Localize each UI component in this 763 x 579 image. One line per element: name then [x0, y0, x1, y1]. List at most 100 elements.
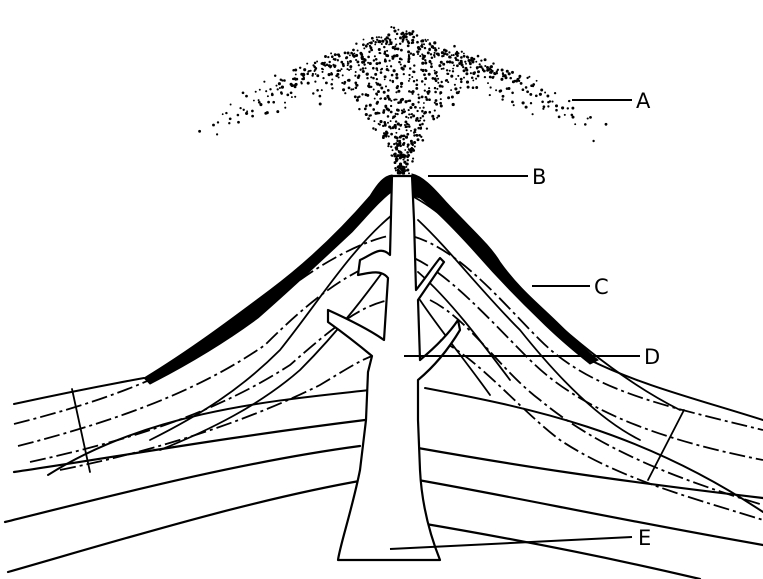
ash-particle — [347, 62, 349, 64]
ash-particle — [414, 128, 417, 131]
ash-particle — [403, 161, 406, 164]
ash-particle — [430, 63, 432, 65]
ash-particle — [374, 98, 376, 100]
ash-particle — [393, 27, 395, 29]
ash-particle — [567, 107, 569, 109]
ash-particle — [493, 72, 496, 75]
ash-particle — [470, 57, 473, 60]
ash-particle — [294, 96, 296, 98]
ash-particle — [366, 77, 368, 79]
ash-particle — [384, 97, 387, 100]
ash-particle — [605, 123, 608, 126]
ash-particle — [423, 120, 425, 122]
ash-particle — [448, 60, 451, 63]
ash-particle — [424, 62, 427, 65]
ash-particle — [530, 102, 532, 104]
ash-particle — [324, 55, 327, 58]
ash-particle — [362, 67, 365, 70]
ash-particle — [328, 73, 331, 76]
ash-particle — [239, 107, 241, 109]
label-d: D — [644, 345, 660, 369]
ash-particle — [314, 62, 317, 65]
ash-particle — [555, 109, 558, 112]
ash-particle — [490, 65, 493, 68]
ash-particle — [394, 125, 397, 128]
ash-particle — [427, 51, 430, 54]
ash-particle — [408, 124, 410, 126]
ash-particle — [367, 62, 369, 64]
ash-particle — [396, 113, 398, 115]
ash-particle — [459, 87, 461, 89]
ash-particle — [439, 84, 442, 87]
ash-particle — [408, 59, 410, 61]
ash-particle — [367, 56, 370, 59]
ash-particle — [574, 123, 576, 125]
ash-particle — [431, 115, 434, 118]
ash-particle — [330, 72, 332, 74]
ash-particle — [423, 107, 425, 109]
ash-particle — [399, 165, 401, 167]
ash-particle — [334, 66, 336, 68]
ash-particle — [319, 103, 322, 106]
ash-particle — [279, 87, 281, 89]
ash-particle — [251, 110, 254, 113]
ash-particle — [373, 59, 375, 61]
ash-particle — [400, 124, 402, 126]
ash-particle — [400, 49, 403, 52]
ash-particle — [311, 74, 313, 76]
ash-particle — [395, 159, 398, 162]
ash-particle — [291, 96, 293, 98]
ash-particle — [472, 79, 474, 81]
label-b: B — [532, 165, 546, 189]
ash-particle — [434, 77, 437, 80]
ash-particle — [372, 108, 375, 111]
ash-particle — [379, 83, 382, 86]
ash-particle — [402, 166, 405, 169]
ash-particle — [422, 57, 425, 60]
ash-particle — [388, 60, 390, 62]
ash-particle — [350, 68, 352, 70]
ash-particle — [315, 73, 317, 75]
ash-particle — [372, 67, 375, 70]
ash-particle — [445, 50, 448, 53]
ash-particle — [475, 78, 477, 80]
ash-particle — [338, 55, 340, 57]
ash-particle — [321, 62, 324, 65]
ash-particle — [564, 114, 566, 116]
ash-particle — [441, 68, 443, 70]
label-c: C — [594, 275, 609, 299]
ash-particle — [463, 55, 466, 58]
ash-particle — [366, 73, 369, 76]
ash-particle — [400, 135, 402, 137]
ash-particle — [428, 111, 431, 114]
ash-particle — [402, 138, 405, 141]
ash-particle — [440, 61, 443, 64]
ash-particle — [437, 82, 439, 84]
ash-particle — [316, 61, 318, 63]
ash-particle — [484, 58, 487, 61]
ash-particle — [355, 43, 357, 45]
ash-particle — [555, 104, 558, 107]
ash-particle — [396, 140, 399, 143]
ash-particle — [526, 90, 529, 93]
ash-particle — [278, 82, 281, 85]
ash-particle — [365, 67, 367, 69]
ash-particle — [373, 89, 375, 91]
ash-particle — [463, 53, 465, 55]
ash-particle — [472, 61, 475, 64]
ash-particle — [391, 74, 394, 77]
ash-particle — [394, 167, 397, 170]
ash-particle — [418, 97, 421, 100]
ash-particle — [402, 38, 405, 41]
ash-particle — [412, 90, 415, 93]
ash-particle — [395, 149, 397, 151]
label-e: E — [638, 526, 651, 550]
ash-particle — [395, 38, 397, 40]
ash-particle — [228, 122, 230, 124]
ash-particle — [457, 59, 459, 61]
ash-particle — [390, 105, 392, 107]
ash-particle — [222, 113, 224, 115]
ash-particle — [434, 49, 437, 52]
ash-particle — [411, 160, 414, 163]
